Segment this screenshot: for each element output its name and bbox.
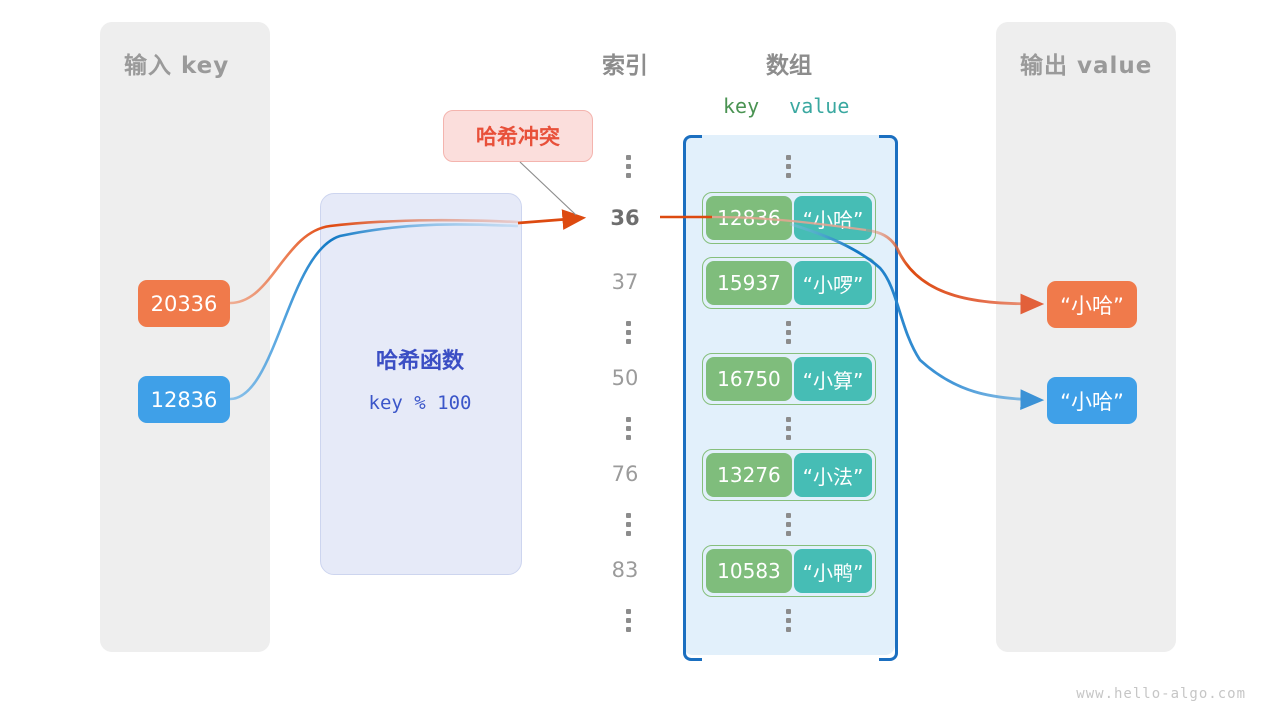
output-value-bottom[interactable]: “小哈” <box>1047 377 1137 424</box>
input-key-12836[interactable]: 12836 <box>138 376 230 423</box>
bucket-value: “小算” <box>793 357 872 401</box>
bucket-row[interactable]: 16750 “小算” <box>702 353 876 405</box>
index-label-50: 50 <box>611 366 639 390</box>
bucket-key: 15937 <box>706 261 792 305</box>
output-panel-title: 输出 value <box>1020 53 1153 79</box>
bucket-value: “小啰” <box>793 261 872 305</box>
key-value-header: key value <box>723 94 849 118</box>
watermark: www.hello-algo.com <box>1076 686 1246 702</box>
array-ellipsis <box>781 417 795 440</box>
bucket-key: 10583 <box>706 549 792 593</box>
bucket-key: 13276 <box>706 453 792 497</box>
index-column-title: 索引 <box>602 53 648 79</box>
bucket-key: 16750 <box>706 357 792 401</box>
key-header-label: key <box>723 94 760 118</box>
index-ellipsis <box>621 513 635 536</box>
bucket-row[interactable]: 15937 “小啰” <box>702 257 876 309</box>
hash-function-box <box>320 193 522 575</box>
index-label-83: 83 <box>611 558 639 582</box>
output-panel <box>996 22 1176 652</box>
bucket-value: “小哈” <box>793 196 872 240</box>
bucket-row[interactable]: 13276 “小法” <box>702 449 876 501</box>
index-label-37: 37 <box>611 270 639 294</box>
array-bracket-left <box>683 135 702 661</box>
bucket-value: “小法” <box>793 453 872 497</box>
hash-function-name: 哈希函数 <box>375 349 464 374</box>
bucket-key: 12836 <box>706 196 792 240</box>
index-ellipsis <box>621 155 635 178</box>
array-column-title: 数组 <box>766 53 812 79</box>
array-ellipsis <box>781 609 795 632</box>
index-ellipsis <box>621 321 635 344</box>
input-key-20336[interactable]: 20336 <box>138 280 230 327</box>
bucket-row[interactable]: 12836 “小哈” <box>702 192 876 244</box>
index-label-76: 76 <box>611 462 639 486</box>
bucket-value: “小鸭” <box>793 549 872 593</box>
input-panel <box>100 22 270 652</box>
value-header-label: value <box>789 94 850 118</box>
index-ellipsis <box>621 609 635 632</box>
array-bracket-right <box>879 135 898 661</box>
array-ellipsis <box>781 321 795 344</box>
array-ellipsis <box>781 155 795 178</box>
output-value-top[interactable]: “小哈” <box>1047 281 1137 328</box>
hash-function-expression: key % 100 <box>368 392 472 414</box>
hash-collision-callout: 哈希冲突 <box>443 110 593 162</box>
index-ellipsis <box>621 417 635 440</box>
input-panel-title: 输入 key <box>124 53 230 79</box>
bucket-row[interactable]: 10583 “小鸭” <box>702 545 876 597</box>
index-label-36: 36 <box>610 206 640 230</box>
array-ellipsis <box>781 513 795 536</box>
